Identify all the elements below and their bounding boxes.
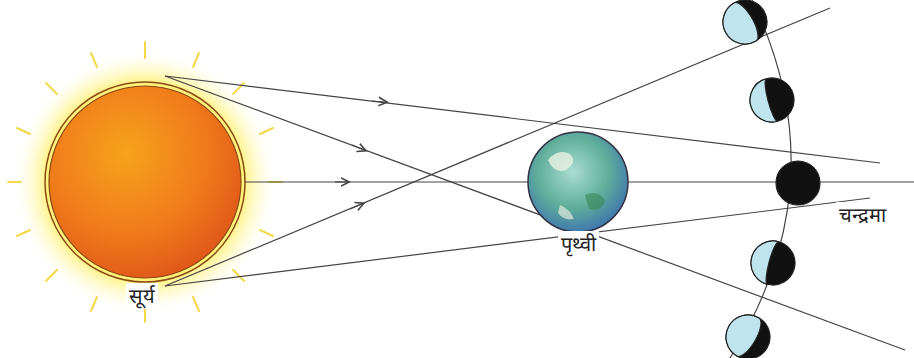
moon-label: चन्द्रमा <box>836 202 889 228</box>
earth-label: पृथ्वी <box>558 231 599 257</box>
moon-phases <box>715 0 820 358</box>
sun-glow <box>8 42 282 322</box>
sun-label: सूर्य <box>126 283 158 309</box>
sun <box>45 82 245 282</box>
light-rays <box>165 8 914 350</box>
earth <box>528 132 628 232</box>
